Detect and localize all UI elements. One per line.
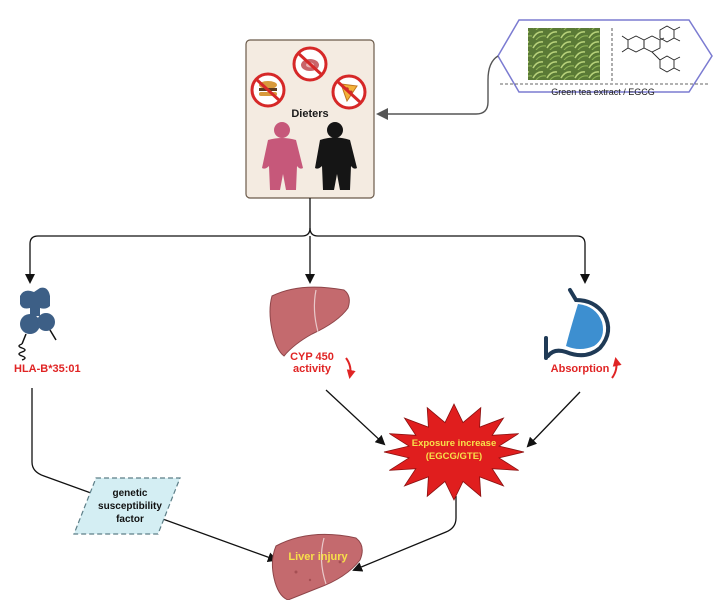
exposure-label-line2: (EGCG/GTE) [426,451,482,462]
stomach-icon [544,288,611,360]
absorption-label: Absorption [551,363,610,375]
exposure-starburst [383,403,525,501]
hla-label: HLA-B*35:01 [14,363,81,375]
cyp-to-exposure-arrow [325,389,386,446]
genetic-label-line3: factor [116,514,144,525]
liver-injury-label: Liver injury [288,551,348,563]
green-tea-leaves-image [528,28,600,80]
green-tea-label: Green tea extract / EGCG [551,87,655,97]
green-tea-to-dieters-arrow [376,55,499,120]
cyp-label-line1: CYP 450 [290,351,334,363]
exposure-to-liver-arrow [352,496,457,572]
dieters-panel: Dieters [245,39,375,199]
cyp-liver-icon [269,286,350,357]
exposure-label-line1: Exposure increase [412,438,497,449]
hla-receptor-icon [18,287,57,361]
genetic-label-line1: genetic [112,488,147,499]
absorption-increase-arrow-icon [611,357,622,379]
no-pizza-icon [331,74,367,110]
dieter-figure-black [315,122,357,190]
absorption-to-exposure-arrow [526,391,581,448]
egcg-molecule-icon [621,25,681,73]
dieter-figure-pink [262,122,303,190]
liver-injury-icon [271,533,363,600]
cyp-decrease-arrow-icon [345,357,356,379]
branch-connector [25,198,590,284]
green-tea-panel: Green tea extract / EGCG [497,19,713,97]
dieters-label: Dieters [291,108,328,120]
genetic-label-line2: susceptibility [98,501,162,512]
no-meat-icon [292,46,328,82]
cyp-label-line2: activity [293,363,332,375]
hla-to-liver-arrow [31,388,278,562]
no-burger-icon [250,72,286,108]
genetic-factor-box [73,477,181,535]
